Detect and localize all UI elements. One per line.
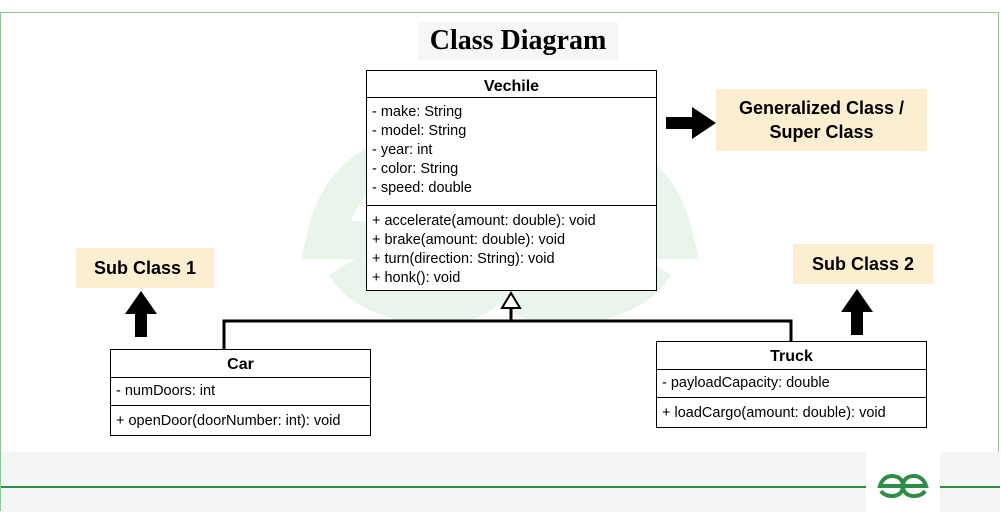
arrow-right-icon [666,107,716,139]
generalized-class-label: Generalized Class / Super Class [716,89,927,151]
attribute: - make: String [372,104,463,120]
footer-line [1,486,1000,488]
inheritance-connector [222,307,793,349]
attribute: - payloadCapacity: double [662,375,830,391]
attribute: - numDoors: int [116,383,216,399]
attribute-list: - numDoors: int [111,378,370,406]
attribute: - color: String [372,161,459,177]
class-box-vehicle: Vechile - make: String - model: String -… [366,70,657,291]
footer-logo-box [866,452,940,513]
label-line: Generalized Class / [738,98,905,118]
arrow-up-icon [841,289,873,335]
sub-class-2-label: Sub Class 2 [793,244,933,284]
inheritance-triangle-icon [500,291,522,309]
diagram-title: Class Diagram [418,22,618,60]
attribute: - year: int [372,142,433,158]
class-name: Car [111,350,370,378]
attribute: - speed: double [372,180,472,196]
operation: + accelerate(amount: double): void [372,213,596,229]
attribute-list: - payloadCapacity: double [657,370,926,398]
operation: + turn(direction: String): void [372,251,555,267]
operation: + honk(): void [372,270,461,286]
class-box-truck: Truck - payloadCapacity: double + loadCa… [656,341,927,428]
operation-list: + loadCargo(amount: double): void [657,398,926,428]
gfg-logo-icon [877,473,929,499]
operation: + loadCargo(amount: double): void [662,405,886,421]
operation: + openDoor(doorNumber: int): void [116,413,341,429]
label-line: Super Class [769,122,874,142]
footer-band [1,452,1000,512]
operation-list: + accelerate(amount: double): void + bra… [367,206,656,288]
sub-class-1-label: Sub Class 1 [76,248,214,288]
operation: + brake(amount: double): void [372,232,566,248]
class-name: Truck [657,342,926,370]
arrow-up-icon [125,291,157,337]
attribute-list: - make: String - model: String - year: i… [367,98,656,206]
attribute: - model: String [372,123,467,139]
class-name: Vechile [367,71,656,98]
operation-list: + openDoor(doorNumber: int): void [111,406,370,436]
class-box-car: Car - numDoors: int + openDoor(doorNumbe… [110,349,371,436]
